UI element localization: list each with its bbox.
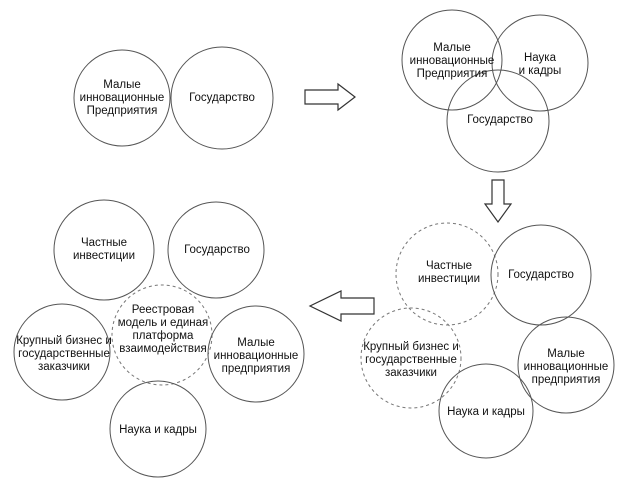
stage4-circle-big-business [13,303,111,401]
arrow-left-icon [308,290,375,322]
stage2-circle-small-innovative-enterprises [401,9,503,111]
stage2-circle-science-and-staff [491,14,589,112]
stage3-circle-big-business [360,307,462,409]
stage3-group [360,222,615,459]
arrow-right-icon [304,82,356,112]
stage4-group [13,199,305,478]
stage3-circle-science-and-staff [438,363,534,459]
stage3-circle-private-investment [395,222,499,326]
stage3-circle-state [490,224,592,326]
stage4-circle-science-and-staff [109,380,207,478]
stage1-group [73,46,274,150]
stage2-group [401,9,589,173]
arrow-down-icon [483,179,513,224]
stage3-circle-small-innovative-enterprises [517,316,615,414]
stage1-circle-state [170,46,274,150]
stage4-circle-private-investment [53,199,155,301]
stage4-circle-registry-platform [111,284,213,386]
stage1-circle-small-innovative-enterprises [73,49,171,147]
stage2-circle-state [446,69,550,173]
stage4-circle-small-innovative-enterprises [207,305,305,403]
stage4-circle-state [167,201,265,299]
